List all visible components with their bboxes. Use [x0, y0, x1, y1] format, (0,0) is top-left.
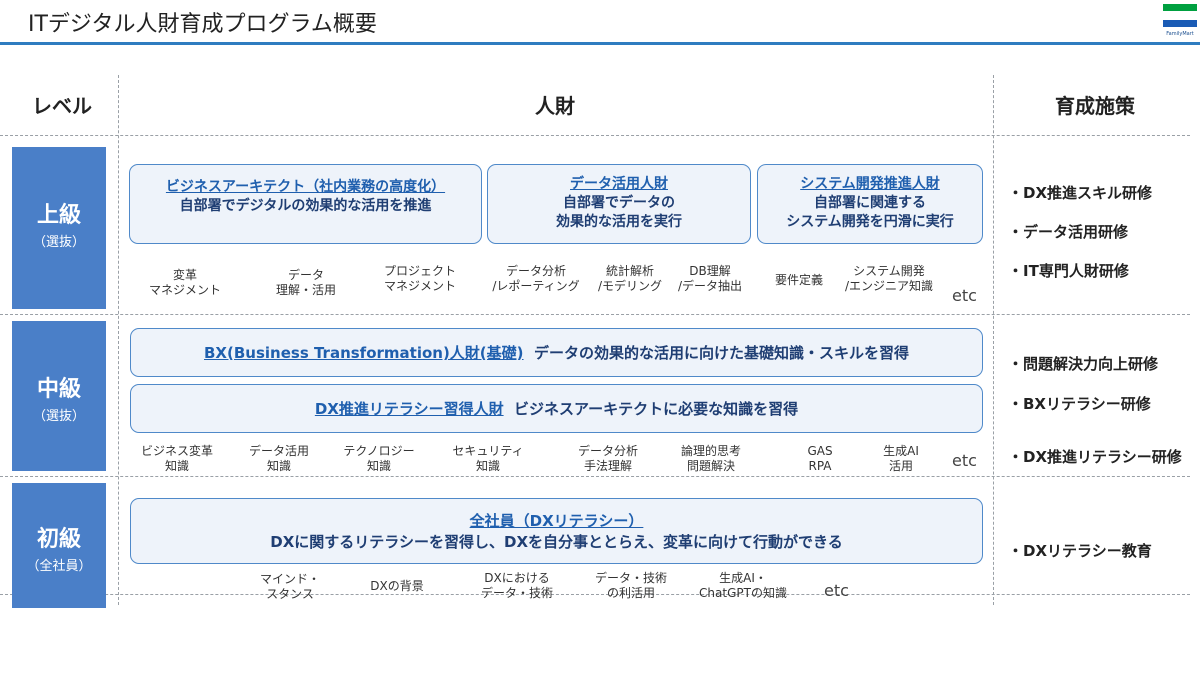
measure-item: ・データ活用研修 — [1008, 223, 1129, 241]
row-divider-header — [0, 135, 1190, 136]
measure-item: ・DXリテラシー教育 — [1008, 542, 1152, 560]
talent-desc: 自部署でデータの — [563, 195, 675, 211]
skill-item: ビジネス変革知識 — [140, 444, 213, 473]
talent-box-dx-literacy: DX推進リテラシー習得人財 ビジネスアーキテクトに必要な知識を習得 — [130, 384, 983, 433]
etc-label: etc — [952, 286, 977, 305]
skill-item: 変革マネジメント — [148, 268, 221, 297]
level-intermediate: 中級 （選抜） — [12, 321, 106, 471]
level-beginner: 初級 （全社員） — [12, 483, 106, 608]
etc-label: etc — [824, 581, 849, 600]
level-intermediate-sub: （選抜） — [32, 409, 85, 424]
header-talent: 人財 — [535, 94, 575, 118]
measure-item: ・BXリテラシー研修 — [1008, 395, 1151, 413]
measure-item: ・DX推進スキル研修 — [1008, 184, 1153, 202]
measure-item: ・IT専門人財研修 — [1008, 262, 1129, 280]
skill-item: DXの背景 — [370, 579, 424, 593]
skill-item: テクノロジー知識 — [343, 444, 415, 473]
talent-title: 全社員（DXリテラシー） — [469, 512, 644, 530]
column-divider-right — [993, 75, 994, 605]
talent-title: DX推進リテラシー習得人財 — [314, 400, 504, 418]
level-intermediate-name: 中級 — [36, 377, 81, 402]
level-advanced: 上級 （選抜） — [12, 147, 106, 309]
skill-item: データ分析/レポーティング — [492, 264, 580, 293]
familymart-logo: FamilyMart — [1163, 2, 1197, 38]
skill-item: マインド・スタンス — [259, 572, 320, 601]
talent-box-bx: BX(Business Transformation)人財(基礎) データの効果… — [130, 328, 983, 377]
skill-item: セキュリティ知識 — [452, 444, 524, 473]
skill-item: データ・技術の利活用 — [594, 571, 667, 600]
row-divider-advanced — [0, 314, 1190, 315]
skill-item: 統計解析/モデリング — [597, 264, 663, 293]
header-level: レベル — [32, 94, 92, 118]
logo-blue-bar — [1163, 20, 1197, 27]
talent-desc: システム開発を円滑に実行 — [786, 214, 954, 230]
measure-item: ・問題解決力向上研修 — [1008, 355, 1159, 373]
logo-white-bar — [1163, 13, 1197, 20]
skill-item: 要件定義 — [774, 273, 823, 287]
skill-item: DXにおけるデータ・技術 — [480, 571, 553, 600]
talent-box-all-employees: 全社員（DXリテラシー） DXに関するリテラシーを習得し、DXを自分事ととらえ、… — [130, 498, 983, 564]
talent-desc: 自部署に関連する — [814, 195, 926, 211]
logo-green-bar — [1163, 4, 1197, 11]
level-beginner-sub: （全社員） — [26, 559, 92, 574]
skill-item: 生成AI・ChatGPTの知識 — [699, 571, 787, 600]
skill-item: システム開発/エンジニア知識 — [844, 264, 934, 293]
talent-title: データ活用人財 — [570, 176, 668, 192]
talent-desc: ビジネスアーキテクトに必要な知識を習得 — [514, 400, 799, 418]
level-advanced-sub: （選抜） — [32, 235, 85, 250]
column-divider-left — [118, 75, 119, 605]
talent-box-system-development: システム開発推進人財 自部署に関連する システム開発を円滑に実行 — [757, 164, 983, 244]
skill-item: データ活用知識 — [248, 444, 309, 473]
skill-item: データ理解・活用 — [275, 268, 336, 297]
talent-box-data-utilization: データ活用人財 自部署でデータの 効果的な活用を実行 — [487, 164, 751, 244]
skill-item: データ分析手法理解 — [577, 444, 638, 473]
logo-text: FamilyMart — [1166, 31, 1194, 37]
title-underline — [0, 42, 1200, 45]
header-measures: 育成施策 — [1055, 94, 1135, 118]
skill-item: 論理的思考問題解決 — [680, 444, 741, 473]
talent-desc: 自部署でデジタルの効果的な活用を推進 — [179, 198, 432, 214]
talent-desc: DXに関するリテラシーを習得し、DXを自分事ととらえ、変革に向けて行動ができる — [270, 533, 843, 551]
talent-title: システム開発推進人財 — [800, 176, 940, 192]
talent-title: ビジネスアーキテクト（社内業務の高度化） — [165, 179, 446, 195]
talent-box-business-architect: ビジネスアーキテクト（社内業務の高度化） 自部署でデジタルの効果的な活用を推進 — [129, 164, 482, 244]
skill-item: DB理解/データ抽出 — [677, 264, 743, 293]
row-divider-beginner — [0, 594, 1190, 595]
etc-label: etc — [952, 451, 977, 470]
level-advanced-name: 上級 — [36, 203, 81, 228]
talent-title: BX(Business Transformation)人財(基礎) — [204, 344, 524, 362]
skill-item: プロジェクトマネジメント — [383, 264, 456, 293]
row-divider-intermediate — [0, 476, 1190, 477]
page-title: ITデジタル人財育成プログラム概要 — [28, 12, 377, 37]
talent-desc: データの効果的な活用に向けた基礎知識・スキルを習得 — [533, 344, 909, 362]
talent-desc: 効果的な活用を実行 — [556, 214, 682, 230]
level-beginner-name: 初級 — [36, 527, 81, 552]
measure-item: ・DX推進リテラシー研修 — [1008, 448, 1182, 466]
